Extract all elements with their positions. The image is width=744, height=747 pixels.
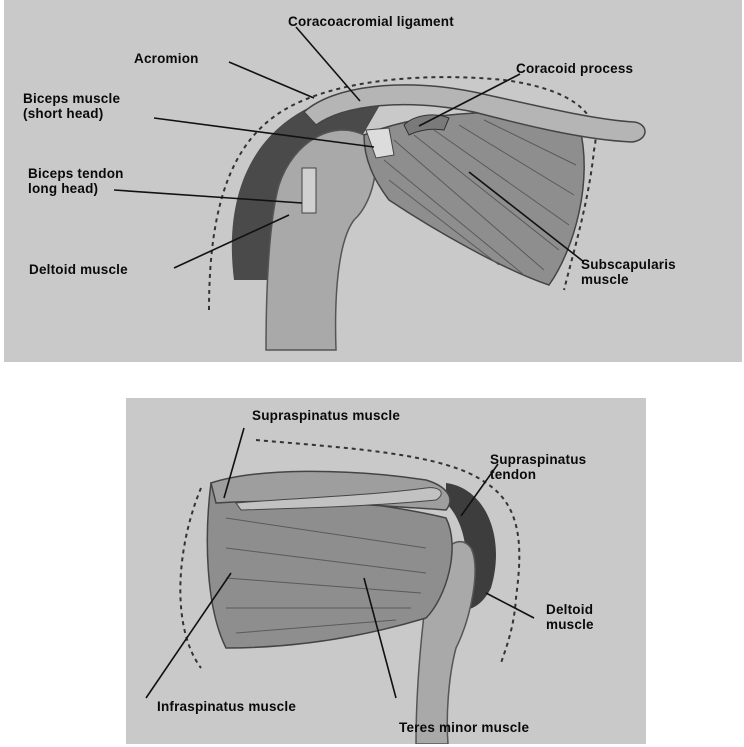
label-biceps-short-head: Biceps muscle (short head) [23,91,120,121]
label-deltoid-muscle: Deltoid muscle [29,262,128,277]
label-infraspinatus-muscle: Infraspinatus muscle [157,699,296,714]
anterior-shoulder-figure: Coracoacromial ligament Acromion Coracoi… [4,0,742,362]
label-subscapularis-muscle: Subscapularis muscle [581,257,676,287]
label-deltoid-muscle: Deltoid muscle [546,602,594,632]
biceps-long-head [302,168,316,213]
label-coracoid-process: Coracoid process [516,61,633,76]
label-acromion: Acromion [134,51,199,66]
scapula-outline [180,488,201,668]
label-supraspinatus-muscle: Supraspinatus muscle [252,408,400,423]
label-teres-minor-muscle: Teres minor muscle [399,720,529,735]
posterior-shoulder-illustration [126,398,646,744]
label-coracoacromial-ligament: Coracoacromial ligament [288,14,454,29]
label-supraspinatus-tendon: Supraspinatus tendon [490,452,586,482]
label-biceps-tendon-long-head: Biceps tendon long head) [28,166,124,196]
subscapularis-shape [364,113,584,285]
posterior-shoulder-figure: Supraspinatus muscle Supraspinatus tendo… [126,398,646,744]
